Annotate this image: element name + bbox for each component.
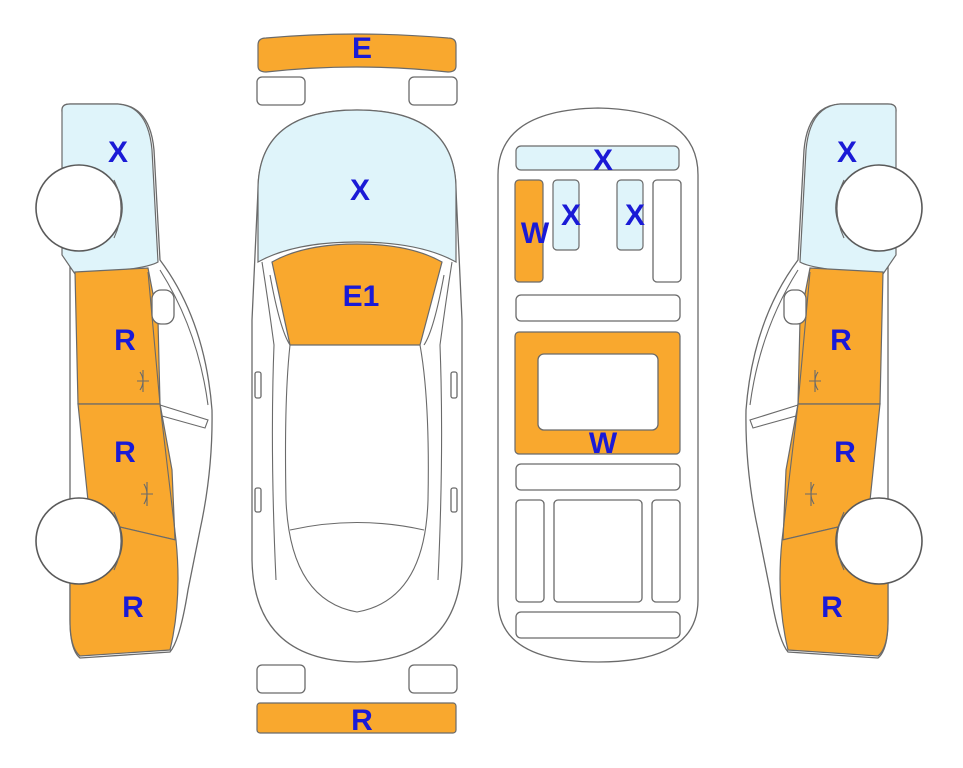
right-window-line xyxy=(749,269,799,406)
left-window-line xyxy=(159,269,209,406)
right-rear-door-handle[interactable] xyxy=(805,482,817,506)
label-interior-dash: X xyxy=(593,144,613,177)
left-front-wheel xyxy=(35,164,123,252)
label-interior-floor: W xyxy=(589,427,618,460)
left-front-door-handle[interactable] xyxy=(137,370,149,392)
right-mirror[interactable] xyxy=(783,289,807,325)
left-front-door-panel[interactable] xyxy=(74,267,161,405)
right-side-view xyxy=(745,103,923,659)
left-wheel-arch-rear xyxy=(113,511,122,571)
label-right-roof: X xyxy=(837,136,857,169)
right-wheel-arch-rear xyxy=(836,511,845,571)
top-right-pillar xyxy=(423,274,445,346)
interior-rear-center[interactable] xyxy=(553,499,643,603)
label-left-front-door: R xyxy=(114,324,136,357)
right-window-line-2 xyxy=(749,404,799,429)
top-view xyxy=(251,33,463,734)
interior-left-front-seat-panel[interactable] xyxy=(514,179,544,283)
interior-floor-center xyxy=(537,353,659,431)
right-wheel-arch-front xyxy=(836,179,845,239)
front-bumper-panel[interactable] xyxy=(257,33,457,73)
top-right-mirror[interactable] xyxy=(450,371,458,399)
top-left-pillar xyxy=(269,274,291,346)
top-right-handle[interactable] xyxy=(450,487,458,513)
left-side-view xyxy=(35,103,213,659)
front-right-light[interactable] xyxy=(408,76,458,106)
label-right-rear-quarter: R xyxy=(821,591,843,624)
label-interior-left-seat: W xyxy=(521,217,550,250)
label-interior-front-right: X xyxy=(625,199,645,232)
roof-outline xyxy=(284,344,429,613)
right-rear-wheel xyxy=(835,497,923,585)
label-left-rear-door: R xyxy=(114,436,136,469)
roof-rear-line xyxy=(289,521,425,531)
left-rear-door-handle[interactable] xyxy=(141,482,153,506)
interior-rear-left-seat[interactable] xyxy=(515,499,545,603)
dashboard-panel[interactable] xyxy=(515,145,680,171)
label-front-bumper: E xyxy=(352,32,372,65)
label-rear-bumper: R xyxy=(351,704,373,737)
top-right-side-line xyxy=(437,261,453,581)
label-hood: E1 xyxy=(343,280,380,313)
rear-left-light[interactable] xyxy=(256,664,306,694)
top-left-mirror[interactable] xyxy=(254,371,262,399)
interior-rear-right-seat[interactable] xyxy=(651,499,681,603)
hood-panel[interactable] xyxy=(271,243,443,346)
front-left-light[interactable] xyxy=(256,76,306,106)
label-left-roof: X xyxy=(108,136,128,169)
label-right-rear-door: R xyxy=(834,436,856,469)
left-wheel-arch-front xyxy=(113,179,122,239)
left-mirror[interactable] xyxy=(151,289,175,325)
right-front-door-handle[interactable] xyxy=(809,370,821,392)
left-window-line-2 xyxy=(159,404,209,429)
windshield-panel[interactable] xyxy=(257,109,457,264)
right-front-door-panel[interactable] xyxy=(797,267,884,405)
label-windshield: X xyxy=(350,174,370,207)
interior-mid-bar[interactable] xyxy=(515,294,681,322)
damage-labels: E X E1 R X R R R X X X W W X R R R xyxy=(108,32,857,737)
interior-rear-bar[interactable] xyxy=(515,463,681,491)
interior-view xyxy=(497,107,699,663)
right-front-wheel xyxy=(835,164,923,252)
top-left-side-line xyxy=(261,261,277,581)
interior-front-left-console-panel[interactable] xyxy=(552,179,580,251)
label-interior-front-left: X xyxy=(561,199,581,232)
top-left-handle[interactable] xyxy=(254,487,262,513)
label-left-rear-quarter: R xyxy=(122,591,144,624)
interior-trunk-bar[interactable] xyxy=(515,611,681,639)
left-rear-wheel xyxy=(35,497,123,585)
rear-bumper-panel[interactable] xyxy=(256,702,457,734)
label-right-front-door: R xyxy=(830,324,852,357)
interior-right-front-seat[interactable] xyxy=(652,179,682,283)
rear-right-light[interactable] xyxy=(408,664,458,694)
interior-front-right-console-panel[interactable] xyxy=(616,179,644,251)
